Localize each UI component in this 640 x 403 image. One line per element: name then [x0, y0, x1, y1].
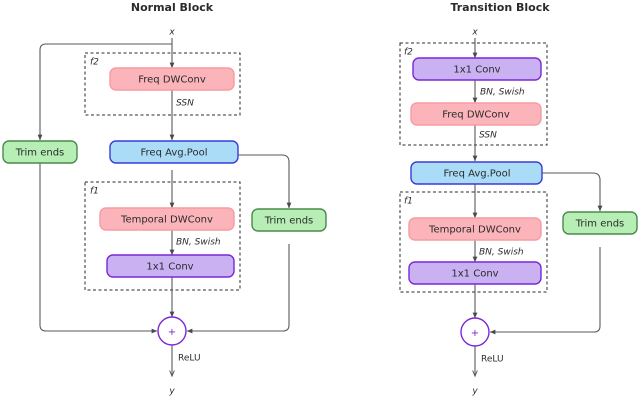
transition-group-f1-label: f1	[404, 197, 413, 207]
transition-node-freq-dwconv[interactable]: Freq DWConv	[410, 102, 542, 126]
normal-group-f2-label: f2	[90, 58, 99, 68]
transition-node-temporal-dwconv-box[interactable]	[408, 217, 542, 241]
normal-node-trim-ends-left-label: Trim ends	[15, 148, 65, 159]
transition-node-conv-1x1-bottom-label: 1x1 Conv	[451, 269, 498, 280]
transition-node-temporal-dwconv[interactable]: Temporal DWConv	[408, 217, 542, 241]
normal-node-freq-dwconv-label: Freq DWConv	[138, 75, 206, 86]
normal-group-f1-label: f1	[90, 187, 99, 197]
normal-node-trim-ends-right-label: Trim ends	[264, 216, 314, 227]
normal-group-f1-box	[84, 181, 241, 291]
transition-node-freq-avg-pool[interactable]: Freq Avg.Pool	[410, 161, 543, 185]
transition-edge-label-bn-swish-top: BN, Swish	[480, 88, 525, 98]
transition-block-panel: Transition Block x f2 f1 BN, Swish SSN B…	[399, 1, 638, 397]
transition-node-freq-dwconv-label: Freq DWConv	[442, 110, 510, 121]
normal-node-trim-ends-left[interactable]: Trim ends	[2, 140, 78, 164]
transition-input-label: x	[471, 28, 478, 38]
transition-node-conv-1x1-top-box[interactable]	[412, 57, 542, 81]
transition-node-sum-circle[interactable]	[460, 317, 490, 347]
transition-node-freq-avg-pool-label: Freq Avg.Pool	[444, 169, 511, 180]
normal-node-temporal-dwconv-box[interactable]	[99, 207, 235, 231]
transition-node-sum-label: +	[471, 328, 479, 339]
transition-group-f1-box	[399, 191, 548, 293]
transition-group-f2-box	[399, 42, 548, 146]
normal-edge-trimendsleft-to-sum	[39, 163, 158, 334]
normal-node-freq-avg-pool-label: Freq Avg.Pool	[141, 148, 208, 159]
normal-node-freq-dwconv[interactable]: Freq DWConv	[109, 67, 235, 91]
normal-node-trim-ends-left-box[interactable]	[2, 140, 78, 164]
normal-node-trim-ends-right-box[interactable]	[251, 208, 327, 232]
transition-node-freq-dwconv-box[interactable]	[410, 102, 542, 126]
normal-node-trim-ends-right[interactable]: Trim ends	[251, 208, 327, 232]
transition-edge-trimends-to-sum	[489, 247, 601, 335]
normal-input-label: x	[168, 28, 175, 38]
transition-node-freq-avg-pool-box[interactable]	[410, 161, 543, 185]
transition-node-trim-ends-label: Trim ends	[575, 219, 625, 230]
normal-node-freq-avg-pool[interactable]: Freq Avg.Pool	[109, 140, 239, 164]
transition-edge-label-relu: ReLU	[481, 355, 504, 365]
transition-block-title: Transition Block	[450, 1, 550, 14]
transition-node-conv-1x1-bottom[interactable]: 1x1 Conv	[408, 261, 542, 285]
transition-edge-label-ssn: SSN	[479, 131, 497, 141]
normal-edge-label-bn-swish: BN, Swish	[176, 238, 221, 248]
transition-node-sum[interactable]: +	[460, 317, 490, 347]
normal-node-sum-label: +	[168, 327, 176, 338]
normal-edge-pool-to-trimends-right	[238, 154, 292, 209]
normal-node-freq-avg-pool-box[interactable]	[109, 140, 239, 164]
normal-node-freq-dwconv-box[interactable]	[109, 67, 235, 91]
normal-edge-label-ssn: SSN	[176, 99, 194, 109]
normal-node-sum-circle[interactable]	[157, 316, 187, 346]
transition-node-trim-ends[interactable]: Trim ends	[562, 211, 638, 235]
transition-edge-pool-to-trimends	[542, 172, 603, 212]
normal-edge-label-relu: ReLU	[178, 354, 201, 364]
normal-group-f2-box	[84, 52, 241, 116]
transition-node-conv-1x1-top[interactable]: 1x1 Conv	[412, 57, 542, 81]
transition-node-conv-1x1-top-label: 1x1 Conv	[453, 65, 500, 76]
transition-node-trim-ends-box[interactable]	[562, 211, 638, 235]
transition-node-temporal-dwconv-label: Temporal DWConv	[428, 225, 521, 236]
normal-node-temporal-dwconv-label: Temporal DWConv	[120, 215, 213, 226]
normal-node-conv-1x1-label: 1x1 Conv	[146, 262, 193, 273]
normal-block-panel: Normal Block x f2 f1 SSN BN, Swish R	[2, 1, 327, 397]
normal-node-temporal-dwconv[interactable]: Temporal DWConv	[99, 207, 235, 231]
transition-group-f2-label: f2	[404, 48, 413, 58]
normal-edge-x-to-trimends-left	[37, 43, 172, 141]
transition-output-label: y	[471, 387, 478, 397]
transition-node-conv-1x1-bottom-box[interactable]	[408, 261, 542, 285]
normal-edge-trimendsright-to-sum	[186, 244, 290, 334]
normal-node-sum[interactable]: +	[157, 316, 187, 346]
normal-block-title: Normal Block	[131, 1, 214, 14]
transition-edge-label-bn-swish-bottom: BN, Swish	[479, 248, 524, 258]
normal-output-label: y	[168, 387, 175, 397]
normal-node-conv-1x1[interactable]: 1x1 Conv	[106, 254, 235, 278]
normal-node-conv-1x1-box[interactable]	[106, 254, 235, 278]
